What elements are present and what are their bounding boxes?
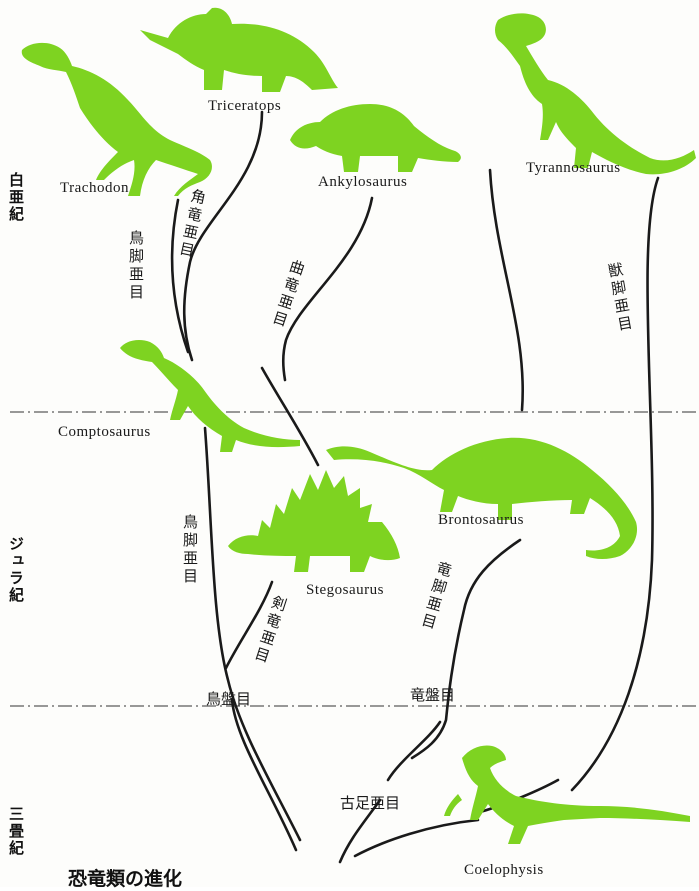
branch-coelophysis	[355, 820, 478, 856]
branch-brontosaurus	[412, 540, 520, 758]
label-comptosaurus: Comptosaurus	[58, 424, 151, 441]
trachodon-silhouette	[22, 43, 212, 196]
period-jurassic: ジュラ紀	[8, 536, 23, 604]
label-trachodon: Trachodon	[60, 180, 129, 197]
triceratops-silhouette	[140, 8, 338, 92]
label-tyrannosaurus: Tyrannosaurus	[526, 160, 621, 177]
group-thecodontia: 古足亜目	[340, 792, 400, 813]
stegosaurus-silhouette	[228, 470, 400, 572]
branch-comptosaurus	[205, 428, 300, 840]
branch-sauropod-lower	[388, 722, 440, 780]
coelophysis-silhouette	[444, 746, 690, 845]
group-ornithopoda-lower: 鳥脚亜目	[182, 514, 197, 586]
label-coelophysis: Coelophysis	[464, 862, 544, 879]
group-ornithischia: 鳥盤目	[206, 688, 251, 709]
period-cretaceous: 白亜紀	[8, 172, 23, 223]
label-ankylosaurus: Ankylosaurus	[318, 174, 407, 191]
group-ornithopoda-upper: 鳥脚亜目	[128, 230, 143, 302]
ankylosaurus-silhouette	[290, 104, 461, 172]
tyrannosaurus-silhouette	[495, 13, 696, 174]
label-triceratops: Triceratops	[208, 98, 281, 115]
label-stegosaurus: Stegosaurus	[306, 582, 384, 599]
branch-tyrannosaurus	[490, 170, 523, 410]
period-triassic: 三畳紀	[8, 806, 23, 857]
label-brontosaurus: Brontosaurus	[438, 512, 524, 529]
branch-ankylo-down	[262, 368, 318, 465]
group-saurischia: 竜盤目	[410, 684, 455, 705]
